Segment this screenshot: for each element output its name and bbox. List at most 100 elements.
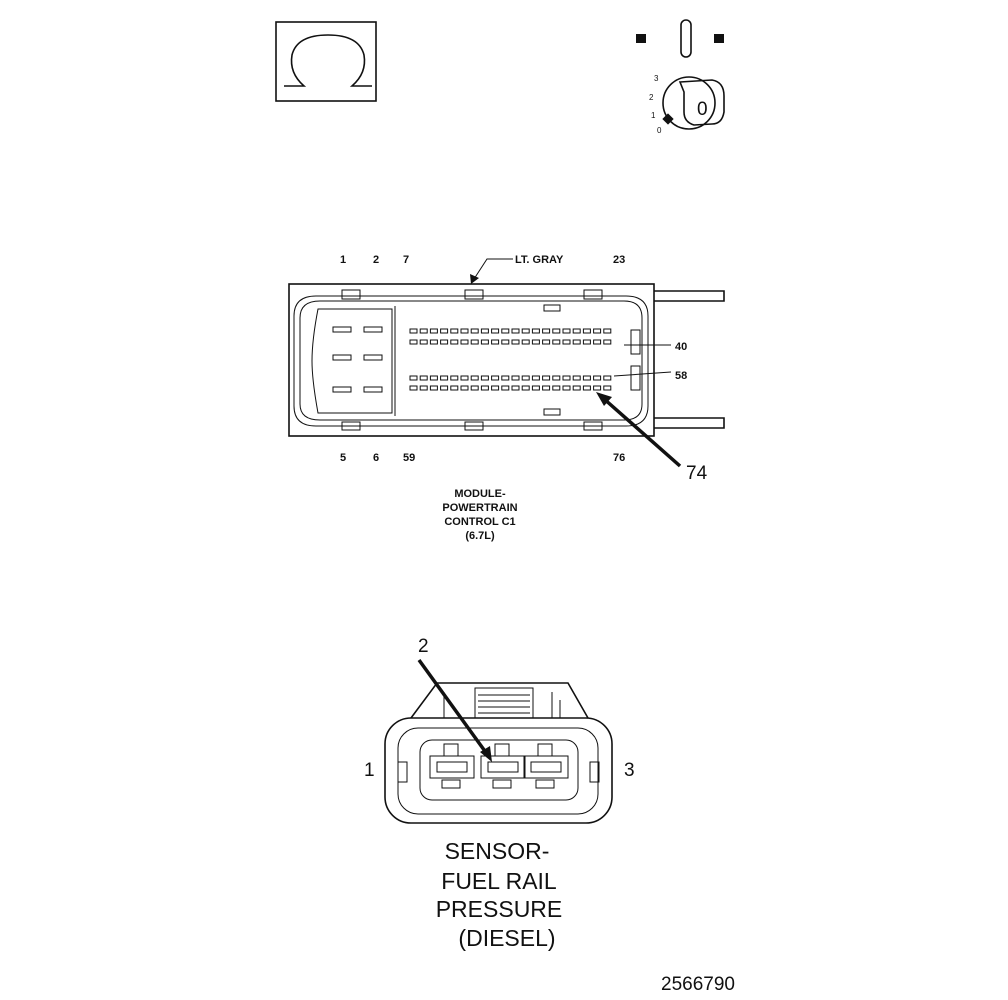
pcm-side-pin-40: 40: [675, 341, 687, 353]
pcm-signal-cavity: [491, 385, 500, 391]
sensor-title-line-2: FUEL RAIL: [441, 868, 557, 894]
sensor-title: SENSOR- FUEL RAIL PRESSURE (DIESEL): [436, 838, 563, 951]
ignition-position-3: 3: [654, 74, 659, 83]
pcm-signal-pin-cavities: [409, 328, 612, 391]
pcm-title-line-3: CONTROL C1: [444, 516, 515, 528]
pcm-signal-cavity: [511, 385, 520, 391]
pcm-signal-cavity: [562, 339, 571, 345]
pcm-signal-cavity: [542, 385, 551, 391]
pcm-callout-pin-74: 74: [686, 463, 708, 484]
pcm-signal-cavity: [480, 375, 489, 381]
pcm-bottom-pin-6: 6: [373, 452, 379, 464]
pcm-signal-cavity: [593, 328, 602, 334]
pcm-signal-cavity: [480, 339, 489, 345]
pcm-signal-cavity: [450, 339, 459, 345]
pcm-signal-cavity: [521, 328, 530, 334]
pcm-signal-cavity: [491, 328, 500, 334]
pcm-top-pin-1: 1: [340, 254, 346, 266]
pcm-signal-cavity: [491, 375, 500, 381]
pcm-signal-cavity: [562, 328, 571, 334]
pcm-title: MODULE- POWERTRAIN CONTROL C1 (6.7L): [442, 488, 517, 542]
wire-color-label: LT. GRAY: [515, 254, 564, 266]
pcm-signal-cavity: [419, 339, 428, 345]
pcm-signal-cavity: [491, 339, 500, 345]
pcm-power-cavity: [332, 326, 352, 333]
pcm-signal-cavity: [409, 339, 418, 345]
pcm-signal-cavity: [460, 385, 469, 391]
pcm-signal-cavity: [531, 339, 540, 345]
pcm-signal-cavity: [593, 375, 602, 381]
pcm-signal-cavity: [603, 385, 612, 391]
pcm-signal-cavity: [582, 385, 591, 391]
pcm-signal-cavity: [429, 339, 438, 345]
pcm-signal-cavity: [470, 339, 479, 345]
pcm-signal-cavity: [440, 328, 449, 334]
pcm-signal-cavity: [531, 328, 540, 334]
pcm-signal-cavity: [511, 328, 520, 334]
sensor-terminal: [530, 761, 562, 773]
pcm-power-cavity: [332, 354, 352, 361]
pcm-signal-cavity: [531, 375, 540, 381]
pcm-signal-cavity: [582, 339, 591, 345]
sensor-latch: [494, 743, 510, 757]
ignition-position-1: 1: [651, 111, 656, 120]
pcm-signal-cavity: [409, 375, 418, 381]
pcm-signal-cavity: [582, 328, 591, 334]
pcm-power-cavity: [363, 354, 383, 361]
pcm-signal-cavity: [460, 375, 469, 381]
pcm-signal-cavity: [419, 328, 428, 334]
pcm-signal-cavity: [521, 339, 530, 345]
pcm-signal-cavity: [470, 375, 479, 381]
pcm-signal-cavity: [603, 375, 612, 381]
pcm-signal-cavity: [542, 339, 551, 345]
pcm-signal-cavity: [501, 385, 510, 391]
pcm-signal-cavity: [531, 385, 540, 391]
pcm-signal-cavity: [562, 385, 571, 391]
pcm-signal-cavity: [552, 385, 561, 391]
pcm-signal-cavity: [501, 375, 510, 381]
pcm-signal-cavity: [440, 339, 449, 345]
pcm-signal-cavity: [542, 328, 551, 334]
pcm-signal-cavity: [409, 328, 418, 334]
pcm-signal-cavity: [603, 328, 612, 334]
pcm-signal-cavity: [419, 375, 428, 381]
sensor-terminal: [487, 761, 519, 773]
sensor-latch: [537, 743, 553, 757]
pcm-bottom-pin-76: 76: [613, 452, 625, 464]
sensor-terminal-cavities: [429, 743, 569, 789]
pcm-signal-cavity: [501, 328, 510, 334]
pcm-signal-cavity: [450, 375, 459, 381]
sensor-connector: 2 1 3 SENSOR- FUEL RAIL PRESSURE (DIESEL…: [364, 636, 635, 951]
pcm-top-pin-23: 23: [613, 254, 625, 266]
pcm-signal-cavity: [460, 328, 469, 334]
sensor-key: [492, 779, 512, 789]
pcm-signal-cavity: [460, 339, 469, 345]
pcm-signal-cavity: [470, 328, 479, 334]
pcm-power-cavity: [363, 386, 383, 393]
pcm-signal-cavity: [552, 375, 561, 381]
pcm-signal-cavity: [521, 385, 530, 391]
pcm-bottom-pin-59: 59: [403, 452, 415, 464]
pcm-signal-cavity: [440, 375, 449, 381]
pcm-connector: 1 2 7 23 LT. GRAY 40 58 74 5 6: [288, 254, 725, 542]
pcm-signal-cavity: [419, 385, 428, 391]
pcm-signal-cavity: [593, 339, 602, 345]
pcm-signal-cavity: [572, 339, 581, 345]
pcm-power-cavity: [363, 326, 383, 333]
pcm-signal-cavity: [542, 375, 551, 381]
pcm-signal-cavity: [552, 328, 561, 334]
pcm-signal-cavity: [440, 385, 449, 391]
pcm-signal-cavity: [450, 328, 459, 334]
sensor-title-line-4: (DIESEL): [458, 925, 555, 951]
sensor-pin-3-label: 3: [624, 760, 635, 781]
pcm-signal-cavity: [603, 339, 612, 345]
pcm-signal-cavity: [480, 328, 489, 334]
pcm-signal-cavity: [429, 375, 438, 381]
pcm-signal-cavity: [521, 375, 530, 381]
pcm-signal-cavity: [511, 375, 520, 381]
pcm-title-line-1: MODULE-: [454, 488, 506, 500]
figure-id: 2566790: [661, 974, 735, 995]
ignition-key-icon: 0 3 2 1 0: [636, 19, 725, 135]
pcm-side-pin-58: 58: [675, 370, 687, 382]
